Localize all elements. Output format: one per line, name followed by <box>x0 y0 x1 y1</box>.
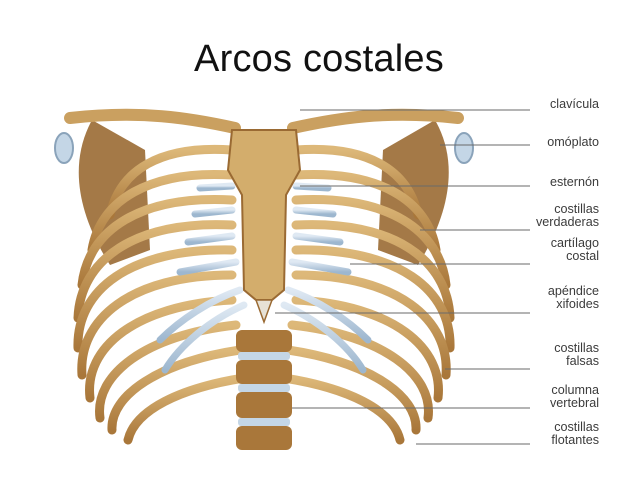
clavicle-left <box>64 108 241 134</box>
page-title: Arcos costales <box>194 38 444 80</box>
label-costillas-flotantes: costillas flotantes <box>551 420 599 447</box>
label-cartilago-costal: cartílago costal <box>550 236 599 263</box>
label-costillas-verdaderas: costillas verdaderas <box>535 202 599 229</box>
costal-cartilage <box>156 158 372 374</box>
label-clavicula: clavícula <box>550 97 599 111</box>
label-esternon: esternón <box>549 175 599 189</box>
clavicle-right <box>287 108 464 134</box>
label-costillas-falsas: costillas falsas <box>554 341 599 368</box>
sternum <box>226 129 302 301</box>
label-apendice-xifoides: apéndice xifoides <box>547 284 599 311</box>
ribs-right <box>279 144 455 445</box>
leader-lines <box>275 109 530 445</box>
vertebral-column <box>236 330 292 450</box>
shoulder-joint-right <box>454 132 474 164</box>
shoulder-joint-left <box>54 132 74 164</box>
xiphoid-process <box>254 299 274 325</box>
label-omoplato: omóplato <box>547 135 599 149</box>
label-columna-vertebral: columna vertebral <box>550 383 599 410</box>
